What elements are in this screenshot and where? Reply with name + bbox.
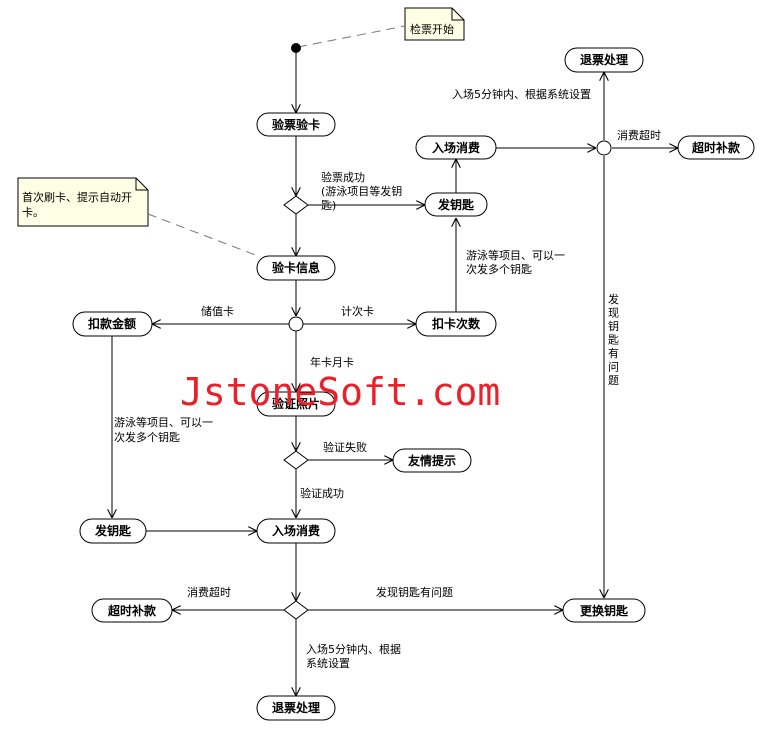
label-year-month-card: 年卡月卡 — [310, 355, 354, 369]
label-refund-cond-bottom-line2: 系统设置 — [306, 657, 350, 670]
activity-card-info-label: 验卡信息 — [272, 260, 320, 275]
activity-deduct-times: 扣卡次数 — [415, 311, 497, 337]
decision-consume-bottom — [283, 600, 309, 620]
label-verify-ok-line2: (游泳项目等发钥 — [321, 184, 402, 198]
label-timeout-top: 消费超时 — [617, 128, 661, 142]
activity-overtime-top-label: 超时补款 — [691, 140, 741, 155]
activity-replace-key: 更换钥匙 — [562, 598, 646, 623]
activity-overtime-bottom-label: 超时补款 — [107, 603, 157, 618]
label-timeout-bottom: 消费超时 — [187, 585, 231, 599]
note-first-swipe-line2: 卡。 — [22, 206, 44, 219]
label-refund-cond-top: 入场5分钟内、根据系统设置 — [452, 87, 591, 101]
decision-verify-result — [283, 195, 309, 215]
activity-enter-consume-top: 入场消费 — [415, 135, 497, 160]
note-start: 检票开始 — [404, 7, 465, 41]
label-key-problem-bottom: 发现钥匙有问题 — [376, 585, 453, 599]
activity-friendly-tip-label: 友情提示 — [407, 453, 456, 468]
activity-refund-top-label: 退票处理 — [580, 52, 628, 67]
label-key-problem-char: 钥 — [608, 319, 619, 333]
watermark-text: JstoneSoft.com — [180, 370, 500, 414]
activity-issue-key-left: 发钥匙 — [79, 518, 147, 544]
activity-card-info: 验卡信息 — [256, 255, 336, 281]
label-key-problem-char: 匙 — [608, 334, 619, 347]
activity-overtime-top: 超时补款 — [677, 135, 755, 160]
decision-consume-top — [596, 140, 612, 156]
note-first-swipe: 首次刷卡、提示自动开 卡。 — [17, 177, 149, 227]
decision-card-type — [288, 316, 304, 332]
label-key-problem-char: 问 — [608, 361, 619, 374]
activity-issue-key-left-label: 发钥匙 — [94, 523, 132, 538]
label-count-card: 计次卡 — [341, 304, 374, 318]
label-verify-ok-line3: 匙) — [321, 199, 336, 212]
activity-issue-key-top-label: 发钥匙 — [437, 197, 475, 212]
activity-check-ticket-label: 验票验卡 — [272, 117, 320, 132]
activity-deduct-times-label: 扣卡次数 — [432, 316, 481, 331]
label-stored-value-card: 储值卡 — [201, 304, 234, 318]
activity-refund-bottom-label: 退票处理 — [272, 700, 320, 715]
label-key-problem-char: 现 — [608, 307, 619, 320]
activity-enter-consume-mid: 入场消费 — [256, 518, 336, 544]
activity-verify-photo-label: 验证照片 — [272, 396, 320, 411]
note-first-swipe-anchor — [147, 213, 259, 257]
activity-verify-photo: 验证照片 — [256, 391, 336, 417]
activity-check-ticket: 验票验卡 — [256, 112, 336, 137]
label-verify-ok-line1: 验票成功 — [321, 170, 365, 184]
label-key-problem-char: 发 — [608, 292, 619, 306]
label-verify-fail: 验证失败 — [323, 440, 367, 454]
note-start-text: 检票开始 — [410, 22, 454, 36]
label-refund-cond-bottom-line1: 入场5分钟内、根据 — [306, 642, 401, 656]
label-verify-success: 验证成功 — [300, 486, 344, 500]
label-key-problem-vertical: 发现钥匙有问题 — [608, 292, 619, 387]
decision-verify-photo — [283, 450, 309, 470]
activity-deduct-amount-label: 扣款金额 — [88, 316, 136, 331]
label-swim-left-line1: 游泳等项目、可以一 — [114, 415, 213, 429]
activity-refund-bottom: 退票处理 — [256, 695, 336, 721]
label-swim-left-line2: 次发多个钥匙 — [114, 430, 180, 444]
activity-friendly-tip: 友情提示 — [392, 448, 472, 473]
activity-issue-key-top: 发钥匙 — [424, 192, 488, 217]
label-key-problem-char: 有 — [608, 346, 619, 360]
activity-replace-key-label: 更换钥匙 — [580, 603, 629, 618]
note-start-anchor — [297, 25, 406, 48]
label-swim-right-line1: 游泳等项目、可以一 — [466, 248, 565, 262]
label-swim-right-line2: 次发多个钥匙 — [466, 262, 532, 276]
note-first-swipe-line1: 首次刷卡、提示自动开 — [22, 190, 132, 204]
label-key-problem-char: 题 — [608, 374, 619, 387]
activity-overtime-bottom: 超时补款 — [91, 598, 173, 623]
activity-enter-consume-top-label: 入场消费 — [432, 140, 480, 155]
activity-refund-top: 退票处理 — [564, 47, 644, 73]
initial-node — [291, 43, 301, 53]
activity-deduct-amount: 扣款金额 — [72, 311, 153, 337]
activity-enter-consume-mid-label: 入场消费 — [272, 523, 320, 538]
edges — [112, 51, 678, 696]
